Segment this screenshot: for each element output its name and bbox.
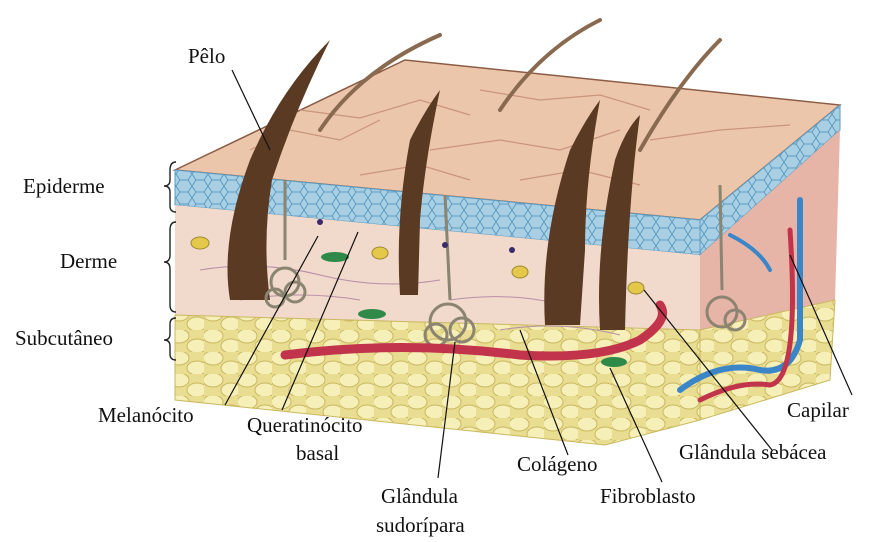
label-derme: Derme (60, 249, 117, 273)
label-epiderme: Epiderme (23, 174, 105, 198)
layer-brackets (164, 162, 176, 360)
label-sudoripara: sudorípara (376, 513, 465, 537)
label-queratinocito: Queratinócito (247, 413, 362, 437)
label-queratinocito-basal: basal (296, 441, 339, 465)
label-glandula-sebacea: Glândula sebácea (679, 440, 827, 464)
label-fibroblasto: Fibroblasto (600, 484, 696, 508)
label-pelo: Pêlo (188, 44, 225, 68)
label-subcutaneo: Subcutâneo (15, 326, 113, 350)
label-glandula-sudoripara: Glândula (381, 484, 459, 508)
label-melanocito: Melanócito (98, 403, 194, 427)
label-capilar: Capilar (787, 398, 849, 422)
label-colageno: Colágeno (517, 452, 597, 476)
